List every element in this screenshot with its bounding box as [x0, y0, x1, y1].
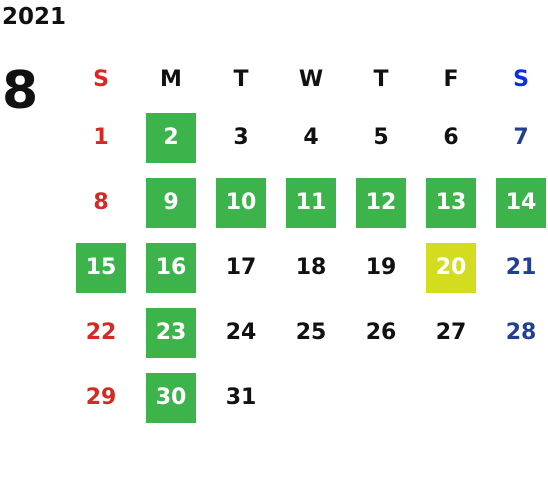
day-number: 14	[505, 189, 537, 215]
day-number: 12	[365, 189, 397, 215]
day-cell: 25	[286, 308, 336, 358]
week-row: 29 30 31	[66, 365, 548, 430]
day-cell: 10	[216, 177, 266, 228]
day-number: 17	[225, 254, 257, 280]
calendar-month: 8	[2, 61, 39, 121]
day-cell: 28	[496, 308, 546, 358]
day-number: 30	[155, 384, 187, 410]
day-cell: 1	[76, 113, 126, 163]
day-number: 29	[85, 384, 117, 410]
day-number: 2	[163, 124, 179, 150]
day-cell: 17	[216, 243, 266, 293]
day-number: 6	[443, 124, 459, 150]
day-number: 7	[513, 124, 529, 150]
day-cell	[496, 373, 546, 423]
day-number: 21	[505, 254, 537, 280]
day-cell: 31	[216, 373, 266, 423]
weekday-wednesday: W	[298, 67, 324, 92]
day-number: 4	[303, 124, 319, 150]
weekday-saturday: S	[513, 67, 529, 92]
day-cell: 12	[356, 177, 406, 228]
calendar-year: 2021	[2, 4, 67, 30]
day-cell: 2	[146, 112, 196, 163]
week-row: 22 23 24 25 26 27 28	[66, 300, 548, 365]
day-number: 25	[295, 319, 327, 345]
week-row: 1 2 3 4 5 6 7	[66, 105, 548, 170]
day-cell: 5	[356, 113, 406, 163]
day-number: 28	[505, 319, 537, 345]
day-cell: 30	[146, 372, 196, 423]
day-number: 13	[435, 189, 467, 215]
day-cell	[426, 373, 476, 423]
day-cell: 21	[496, 243, 546, 293]
day-cell: 13	[426, 177, 476, 228]
day-cell: 8	[76, 178, 126, 228]
day-number: 26	[365, 319, 397, 345]
day-number: 9	[163, 189, 179, 215]
day-number: 1	[93, 124, 109, 150]
calendar-grid: S M T W T F S 1 2 3 4 5 6 7 8 9 10 11 12…	[66, 55, 548, 430]
day-number: 31	[225, 384, 257, 410]
week-row: 8 9 10 11 12 13 14	[66, 170, 548, 235]
day-number: 22	[85, 319, 117, 345]
day-cell: 26	[356, 308, 406, 358]
day-cell: 29	[76, 373, 126, 423]
day-number: 15	[85, 254, 117, 280]
day-number: 20	[435, 254, 467, 280]
day-cell: 23	[146, 307, 196, 358]
day-cell: 15	[76, 242, 126, 293]
day-cell: 27	[426, 308, 476, 358]
day-number: 11	[295, 189, 327, 215]
day-number: 24	[225, 319, 257, 345]
day-cell: 3	[216, 113, 266, 163]
day-cell: 7	[496, 113, 546, 163]
day-cell: 24	[216, 308, 266, 358]
day-number: 3	[233, 124, 249, 150]
day-number: 5	[373, 124, 389, 150]
weekday-thursday: T	[373, 67, 389, 92]
day-number: 10	[225, 189, 257, 215]
day-cell: 14	[496, 177, 546, 228]
day-cell: 9	[146, 177, 196, 228]
day-number: 19	[365, 254, 397, 280]
weekday-header-row: S M T W T F S	[66, 55, 548, 105]
weekday-friday: F	[443, 67, 459, 92]
day-cell: 6	[426, 113, 476, 163]
day-cell	[356, 373, 406, 423]
weekday-monday: M	[160, 67, 182, 92]
day-cell: 22	[76, 308, 126, 358]
day-cell: 18	[286, 243, 336, 293]
day-cell: 16	[146, 242, 196, 293]
day-number: 23	[155, 319, 187, 345]
day-cell	[286, 373, 336, 423]
day-number: 18	[295, 254, 327, 280]
weekday-tuesday: T	[233, 67, 249, 92]
day-number: 27	[435, 319, 467, 345]
day-number: 16	[155, 254, 187, 280]
weekday-sunday: S	[93, 67, 109, 92]
day-cell: 4	[286, 113, 336, 163]
day-cell: 19	[356, 243, 406, 293]
day-cell: 20	[426, 242, 476, 293]
day-cell: 11	[286, 177, 336, 228]
day-number: 8	[93, 189, 109, 215]
week-row: 15 16 17 18 19 20 21	[66, 235, 548, 300]
